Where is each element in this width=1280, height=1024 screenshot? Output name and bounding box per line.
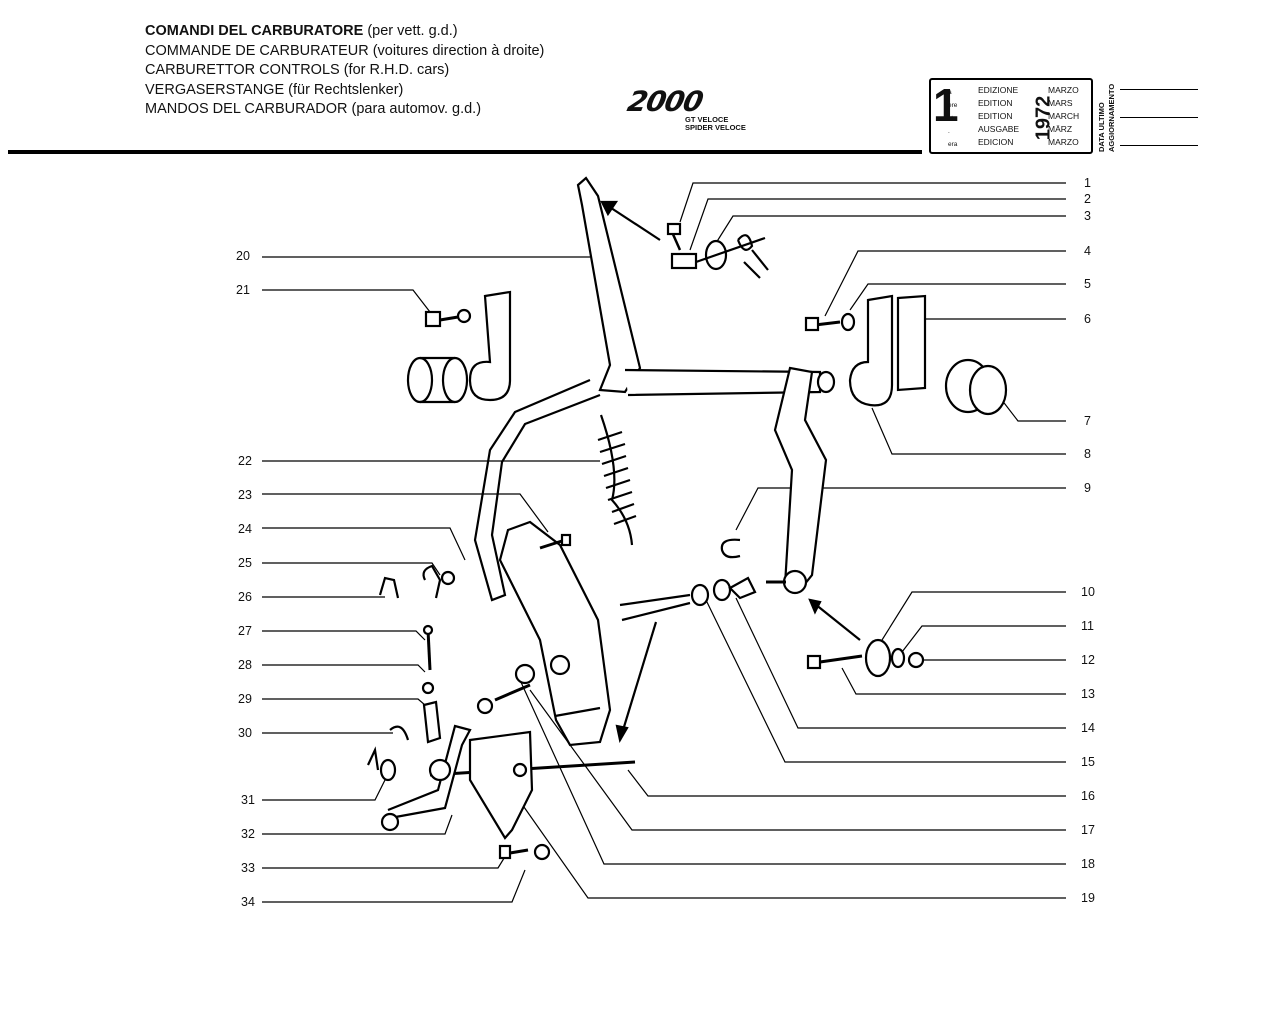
callout-number: 24 bbox=[238, 522, 252, 536]
callout-number: 25 bbox=[238, 556, 252, 570]
callout-number: 19 bbox=[1081, 891, 1095, 905]
callout-number: 21 bbox=[236, 283, 250, 297]
callout-number: 2 bbox=[1084, 192, 1091, 206]
callout-number: 30 bbox=[238, 726, 252, 740]
title-line-it: COMANDI DEL CARBURATORE (per vett. g.d.) bbox=[145, 23, 458, 39]
callout-number: 17 bbox=[1081, 823, 1095, 837]
update-line bbox=[1120, 89, 1198, 90]
edition-number: 1 bbox=[933, 79, 959, 131]
callout-number: 3 bbox=[1084, 209, 1091, 223]
callout-number: 13 bbox=[1081, 687, 1095, 701]
model-logo: 2000 GT VELOCE SPIDER VELOCE bbox=[625, 85, 753, 132]
callout-number: 28 bbox=[238, 658, 252, 672]
callout-number: 15 bbox=[1081, 755, 1095, 769]
title-line-de: VERGASERSTANGE (für Rechtslenker) bbox=[145, 81, 404, 98]
callout-number: 14 bbox=[1081, 721, 1095, 735]
callout-number: 32 bbox=[241, 827, 255, 841]
callout-number: 1 bbox=[1084, 176, 1091, 190]
callout-number: 10 bbox=[1081, 585, 1095, 599]
callout-number: 26 bbox=[238, 590, 252, 604]
callout-number: 9 bbox=[1084, 481, 1091, 495]
callout-number: 18 bbox=[1081, 857, 1095, 871]
callout-number: 8 bbox=[1084, 447, 1091, 461]
callout-number: 12 bbox=[1081, 653, 1095, 667]
edition-box: 1 a ere st . era EDIZIONE EDITION EDITIO… bbox=[929, 78, 1093, 154]
parts-artwork bbox=[367, 176, 1008, 861]
callout-number: 27 bbox=[238, 624, 252, 638]
update-line bbox=[1120, 117, 1198, 118]
title-line-fr: COMMANDE DE CARBURATEUR (voitures direct… bbox=[145, 42, 545, 59]
callout-number: 6 bbox=[1084, 312, 1091, 326]
callout-number: 4 bbox=[1084, 244, 1091, 258]
title-line-es: MANDOS DEL CARBURADOR (para automov. g.d… bbox=[145, 101, 482, 117]
model-variants: GT VELOCE SPIDER VELOCE bbox=[685, 115, 746, 132]
leader-lines bbox=[262, 182, 1066, 903]
callout-number: 34 bbox=[241, 895, 255, 909]
header-rule bbox=[8, 150, 922, 154]
update-line bbox=[1120, 145, 1198, 146]
callout-number: 7 bbox=[1084, 414, 1091, 428]
callout-number: 23 bbox=[238, 488, 252, 502]
callout-number: 11 bbox=[1081, 619, 1094, 633]
callout-number: 31 bbox=[241, 793, 255, 807]
callout-number: 29 bbox=[238, 692, 252, 706]
callout-number: 16 bbox=[1081, 789, 1095, 803]
callout-number: 33 bbox=[241, 861, 255, 875]
callout-number: 22 bbox=[238, 454, 252, 468]
title-block: COMANDI DEL CARBURATORE (per vett. g.d.)… bbox=[145, 22, 544, 120]
callout-number: 5 bbox=[1084, 277, 1091, 291]
title-line-en: CARBURETTOR CONTROLS (for R.H.D. cars) bbox=[145, 62, 450, 78]
callout-number: 20 bbox=[236, 249, 250, 263]
